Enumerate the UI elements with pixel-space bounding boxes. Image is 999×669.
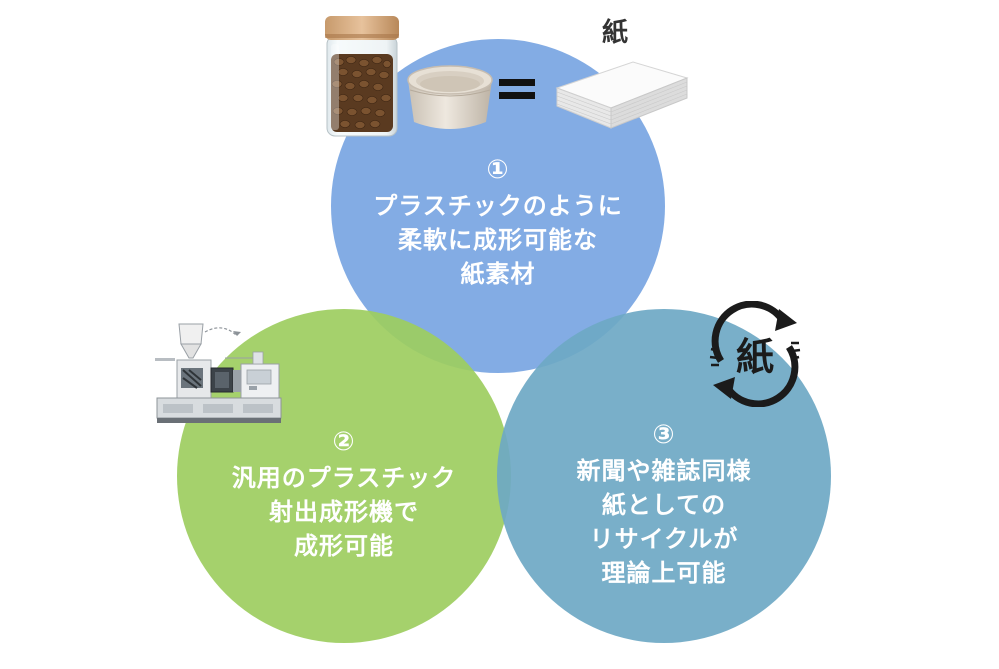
circle-1-line-2: 柔軟に成形可能な — [398, 226, 598, 254]
circle-1-number: ① — [486, 155, 510, 185]
paper-recycle-mark-icon: 紙 — [709, 301, 801, 407]
paper-cup-icon — [407, 65, 493, 129]
circle-3-line-3: リサイクルが — [589, 525, 739, 553]
circle-3-label: ③ 新聞や雑誌同様 紙としての リサイクルが 理論上可能 — [497, 418, 831, 590]
circle-3-number: ③ — [652, 420, 676, 450]
circle-2-line-2: 射出成形機で — [269, 498, 419, 526]
circle-3-line-1: 新聞や雑誌同様 — [576, 457, 752, 485]
paper-label: 紙 — [602, 18, 629, 48]
circle-2-number: ② — [332, 427, 356, 457]
circle-injection-molding — [177, 309, 511, 643]
injection-molding-machine-icon — [155, 323, 282, 423]
circle-1-line-3: 紙素材 — [460, 260, 536, 288]
circle-2-line-3: 成形可能 — [294, 532, 394, 560]
circle-recycling — [497, 309, 831, 643]
recycle-mark-text: 紙 — [736, 335, 774, 379]
coffee-jar-icon — [325, 16, 399, 137]
circle-2-line-1: 汎用のプラスチック — [231, 464, 457, 492]
circle-1-line-1: プラスチックのように — [373, 192, 623, 220]
paper-stack-icon — [555, 61, 689, 129]
circle-3-line-4: 理論上可能 — [601, 559, 727, 587]
equals-icon — [499, 79, 535, 99]
circle-2-label: ② 汎用のプラスチック 射出成形機で 成形可能 — [177, 425, 511, 563]
circle-3-line-2: 紙としての — [601, 491, 727, 519]
circle-1-label: ① プラスチックのように 柔軟に成形可能な 紙素材 — [331, 153, 665, 291]
